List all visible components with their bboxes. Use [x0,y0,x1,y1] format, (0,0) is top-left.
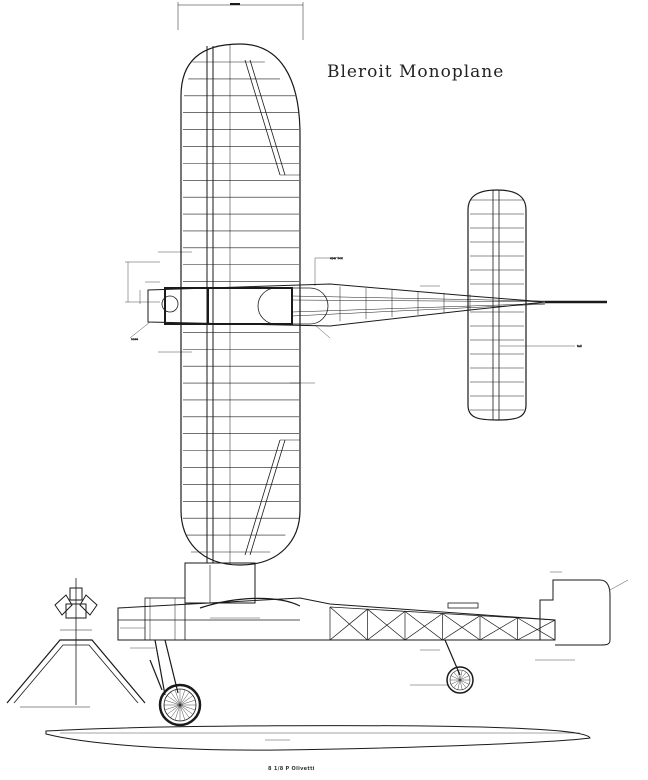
wheel-spoke [179,704,186,721]
tail-wheel [444,639,474,694]
cockpit-opening [257,287,329,325]
truss-brace [442,615,481,641]
wheel-spoke [459,672,467,681]
longeron [291,295,546,302]
truss-brace [404,613,443,641]
wingspan-dimension [177,2,304,40]
truss-brace [367,611,406,641]
wheel-spoke [453,679,461,688]
fuselage-side [117,597,556,641]
truss-brace [517,619,556,641]
truss-brace [329,608,368,641]
wheel-spoke [457,679,461,690]
wing-section [45,725,591,751]
truss-brace [517,617,556,641]
wheel-spoke [179,689,186,706]
wheel-spoke [170,704,181,719]
wheel-spoke [166,695,181,706]
wheel-spoke [459,679,470,685]
drawing-footer: 8 1/8 P Olivetti [268,766,315,772]
wheel-spoke [174,704,181,721]
side-view-callouts [120,602,575,686]
truss-brace [329,606,368,641]
wheel-spoke [179,699,196,706]
wheel-spoke [179,704,196,711]
fuselage-top [147,283,607,327]
truss-brace [367,608,406,641]
main-wing [180,43,301,566]
wheel-spoke [459,675,470,681]
truss-brace [404,611,443,641]
top-view-callouts: spar box nose tail [125,251,582,384]
wheel-spoke [174,689,181,706]
wheel-spoke [164,704,181,711]
truss-brace [442,613,481,641]
wheel-spoke [459,670,463,681]
svg-text:nose: nose [131,337,138,341]
front-view [6,578,146,708]
wheel-spoke [450,679,461,685]
rudder [539,579,611,646]
wheel-spoke [164,699,181,706]
top-view: spar box nose tail [125,2,607,566]
drawing-title: Bleroit Monoplane [327,62,505,82]
wheel-spoke [166,704,181,715]
wheel-spoke [450,675,461,681]
wheel-spoke [459,679,463,690]
longeron [291,303,546,317]
wheel-spoke [457,670,461,681]
wheel-spoke [179,704,190,719]
longeron [291,299,546,302]
wheel-spoke [459,679,467,688]
tailplane [467,189,527,421]
engine-mount [161,295,179,313]
side-view [117,562,629,727]
main-wheel [158,683,202,727]
wheel-spoke [453,672,461,681]
truss-brace [479,615,518,641]
longeron [291,303,546,313]
svg-text:tail: tail [577,344,582,348]
wheel-spoke [170,691,181,706]
truss-brace [479,617,518,641]
wheel-spoke [179,691,190,706]
wheel-spoke [179,704,194,715]
wheel-spoke [179,695,194,706]
svg-text:spar box: spar box [330,256,343,260]
